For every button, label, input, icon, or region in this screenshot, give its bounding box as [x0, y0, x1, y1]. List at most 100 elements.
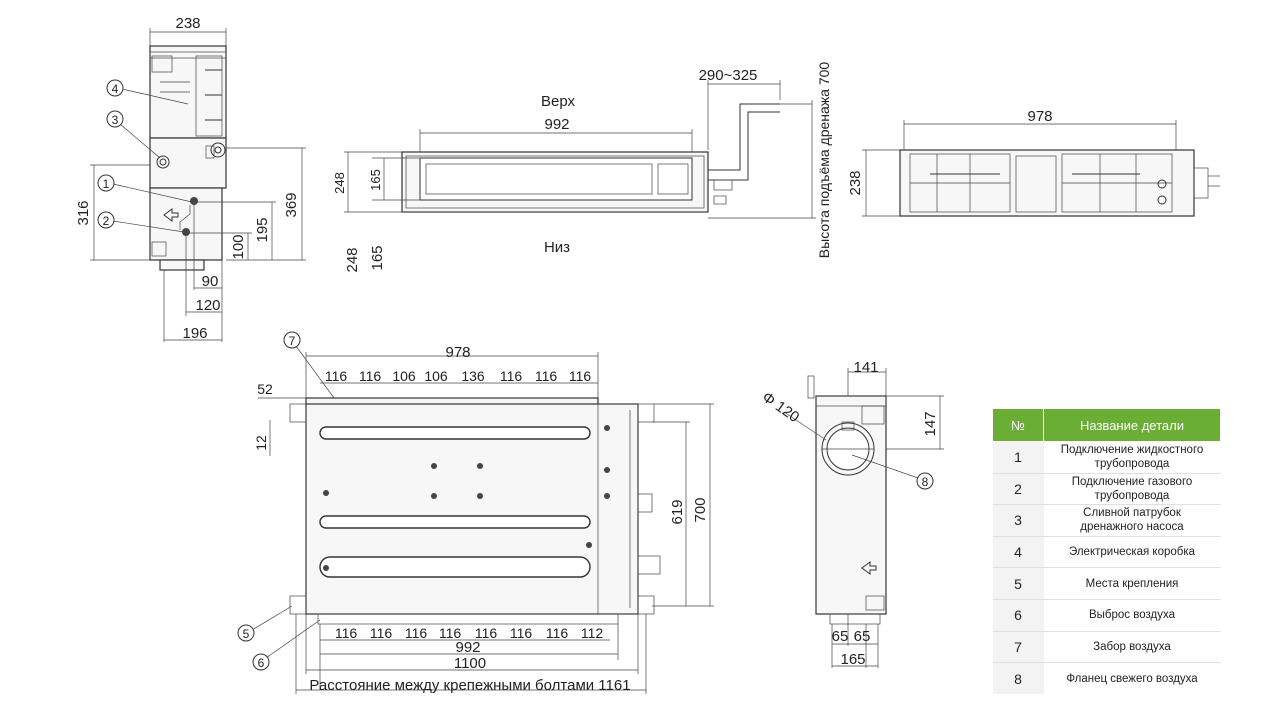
- dim-165-end: 165: [840, 651, 865, 668]
- svg-text:7: 7: [289, 334, 296, 348]
- callout-1: 1: [97, 174, 193, 203]
- dim-248-front: 248: [332, 172, 347, 194]
- svg-text:2: 2: [103, 214, 110, 228]
- dim-top-seg: 116: [535, 368, 558, 384]
- callout-4: 4: [106, 79, 189, 105]
- part-name-line1: Электрическая коробка: [1068, 546, 1196, 559]
- dim-147: 147: [922, 411, 939, 436]
- table-header-row: № Название детали: [992, 408, 1221, 442]
- dim-165-front: 165: [368, 169, 383, 191]
- callout-5: 5: [237, 605, 293, 642]
- part-number: 5: [992, 567, 1044, 600]
- dim-bottom-seg: 116: [370, 625, 393, 641]
- part-name-line2: трубопровода: [1094, 489, 1170, 502]
- dim-290-325: 290~325: [699, 67, 758, 84]
- dim-top-seg: 116: [359, 368, 382, 384]
- part-number: 7: [992, 630, 1044, 663]
- header-part-name: Название детали: [1043, 408, 1221, 442]
- label-bottom: Низ: [544, 239, 570, 256]
- dim-bottom-seg: 116: [439, 625, 462, 641]
- callout-8: 8: [851, 454, 934, 490]
- dim-248-lower: 248: [344, 247, 361, 272]
- dim-165-lower: 165: [369, 245, 386, 270]
- dim-992-front: 992: [544, 116, 569, 133]
- dim-992-plan: 992: [455, 639, 480, 656]
- part-number: 3: [992, 504, 1044, 537]
- dim-bottom-seg: 112: [581, 625, 604, 641]
- table-row: 5 Места крепления: [992, 567, 1221, 600]
- part-name: Забор воздуха: [1043, 630, 1221, 663]
- dim-238-rear: 238: [847, 170, 864, 195]
- part-name: Выброс воздуха: [1043, 598, 1221, 632]
- svg-text:4: 4: [112, 82, 119, 96]
- dim-top-seg: 116: [569, 368, 592, 384]
- dim-100: 100: [230, 234, 247, 259]
- dim-90: 90: [202, 273, 219, 290]
- svg-text:3: 3: [112, 113, 119, 127]
- table-row: 4 Электрическая коробка: [992, 535, 1221, 568]
- part-name-line1: Выброс воздуха: [1088, 609, 1175, 622]
- front-view: Верх 992 290~325 Высота подъёма дренажа …: [332, 62, 832, 273]
- table-row: 8 Фланец свежего воздуха: [992, 662, 1221, 695]
- part-number: 6: [992, 598, 1044, 632]
- part-name-line1: Сливной патрубок: [1083, 507, 1181, 520]
- dim-978-plan: 978: [445, 344, 470, 361]
- svg-text:8: 8: [922, 475, 929, 489]
- label-top: Верх: [541, 93, 576, 110]
- dim-bottom-seg: 116: [475, 625, 498, 641]
- rear-view: 978 238: [847, 108, 1220, 217]
- svg-text:1: 1: [103, 177, 110, 191]
- part-name-line1: Подключение газового: [1071, 475, 1193, 488]
- dim-316: 316: [75, 200, 92, 225]
- part-name-line2: трубопровода: [1094, 458, 1170, 471]
- part-number: 2: [992, 472, 1044, 505]
- side-view: 238 369 195 10: [75, 15, 306, 342]
- callout-7: 7: [283, 331, 335, 399]
- part-name: Электрическая коробка: [1043, 535, 1221, 568]
- table-row: 6 Выброс воздуха: [992, 598, 1221, 632]
- part-name-line1: Фланец свежего воздуха: [1066, 672, 1198, 685]
- dim-141: 141: [853, 359, 878, 376]
- dim-12: 12: [253, 435, 269, 451]
- part-name-line2: дренажного насоса: [1080, 521, 1184, 534]
- dim-978-rear: 978: [1027, 108, 1052, 125]
- dim-1100: 1100: [454, 655, 486, 672]
- part-number: 4: [992, 535, 1044, 568]
- dim-diameter-120: Φ 120: [759, 389, 802, 427]
- callout-2: 2: [97, 211, 185, 233]
- dim-top-seg: 116: [325, 368, 348, 384]
- dim-196: 196: [182, 325, 207, 342]
- part-name-line1: Подключение жидкостного: [1060, 444, 1204, 457]
- dim-238-side: 238: [175, 15, 200, 32]
- part-number: 1: [992, 441, 1044, 474]
- dim-bottom-seg: 116: [510, 625, 533, 641]
- dim-619: 619: [669, 499, 686, 524]
- table-row: 7 Забор воздуха: [992, 630, 1221, 663]
- dim-65-right: 65: [854, 628, 871, 645]
- dim-bottom-seg: 116: [405, 625, 428, 641]
- callout-3: 3: [106, 110, 161, 159]
- dim-bottom-seg: 116: [546, 625, 569, 641]
- dim-top-seg: 136: [461, 368, 485, 384]
- part-name: Места крепления: [1043, 567, 1221, 600]
- dim-195: 195: [254, 217, 271, 242]
- dim-top-seg: 106: [392, 368, 416, 384]
- part-number: 8: [992, 662, 1044, 695]
- dim-65-left: 65: [832, 628, 849, 645]
- part-name-line1: Места крепления: [1085, 577, 1179, 590]
- svg-text:6: 6: [258, 656, 265, 670]
- callout-6: 6: [252, 619, 321, 671]
- bolt-distance-label: Расстояние между крепежными болтами 1161: [309, 677, 630, 694]
- part-name-line1: Забор воздуха: [1093, 640, 1171, 653]
- end-view: 141 Φ 120 147 8 65 65: [759, 359, 944, 668]
- part-name: Фланец свежего воздуха: [1043, 662, 1221, 695]
- dim-120: 120: [195, 297, 220, 314]
